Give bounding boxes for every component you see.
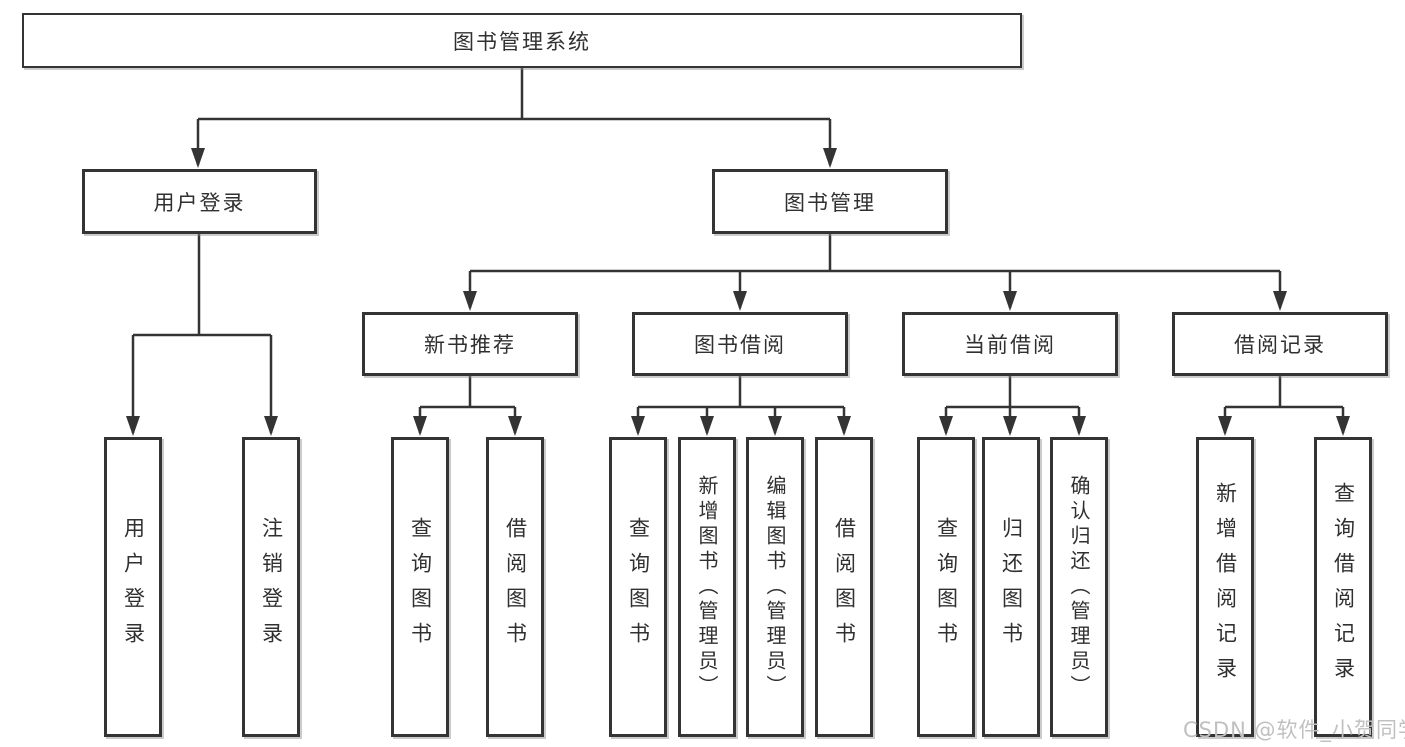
connector-user-login-children	[126, 234, 278, 436]
leaf-label: 查询图书	[408, 517, 433, 657]
leaf-current-query-books: 查询图书	[917, 437, 975, 737]
connector-borrow-records-children	[1218, 376, 1350, 436]
leaf-borrow-query-books: 查询图书	[609, 437, 667, 737]
leaf-borrow-add-books-admin: 新增图书（管理员）	[678, 437, 736, 737]
leaf-label: 新增图书（管理员）	[695, 474, 719, 700]
connector-new-book-rec-children	[413, 376, 522, 436]
leaf-label: 确认归还（管理员）	[1067, 474, 1091, 700]
leaf-label: 编辑图书（管理员）	[763, 474, 787, 700]
leaf-label: 注销登录	[259, 517, 284, 657]
node-current-borrow: 当前借阅	[902, 312, 1118, 376]
leaf-borrow-borrow-books: 借阅图书	[815, 437, 873, 737]
leaf-logout: 注销登录	[242, 437, 300, 737]
leaf-label: 查询借阅记录	[1331, 482, 1356, 692]
leaf-label: 新增借阅记录	[1213, 482, 1238, 692]
node-book-borrow: 图书借阅	[632, 312, 848, 376]
node-user-login: 用户登录	[82, 169, 317, 234]
leaf-label: 借阅图书	[503, 517, 528, 657]
connector-root-to-branches	[191, 68, 837, 168]
node-new-book-recommend: 新书推荐	[362, 312, 578, 376]
node-borrow-records: 借阅记录	[1172, 312, 1388, 376]
node-root-system: 图书管理系统	[22, 13, 1022, 68]
connector-book-borrow-children	[631, 376, 851, 436]
leaf-current-return-books: 归还图书	[982, 437, 1040, 737]
leaf-label: 查询图书	[934, 517, 959, 657]
leaf-label: 查询图书	[626, 517, 651, 657]
leaf-borrow-edit-books-admin: 编辑图书（管理员）	[746, 437, 804, 737]
connector-current-borrow-children	[939, 376, 1086, 436]
csdn-watermark: CSDN @软件_小贺同学	[1183, 718, 1405, 742]
leaf-rec-query-books: 查询图书	[391, 437, 449, 737]
leaf-records-query-record: 查询借阅记录	[1314, 437, 1372, 737]
leaf-records-add-record: 新增借阅记录	[1196, 437, 1254, 737]
connector-book-mgmt-children	[463, 234, 1287, 311]
leaf-user-login: 用户登录	[104, 437, 162, 737]
leaf-label: 用户登录	[121, 517, 146, 657]
node-book-mgmt: 图书管理	[712, 169, 948, 234]
leaf-current-confirm-return-admin: 确认归还（管理员）	[1050, 437, 1108, 737]
leaf-label: 借阅图书	[832, 517, 857, 657]
leaf-rec-borrow-books: 借阅图书	[486, 437, 544, 737]
leaf-label: 归还图书	[999, 517, 1024, 657]
